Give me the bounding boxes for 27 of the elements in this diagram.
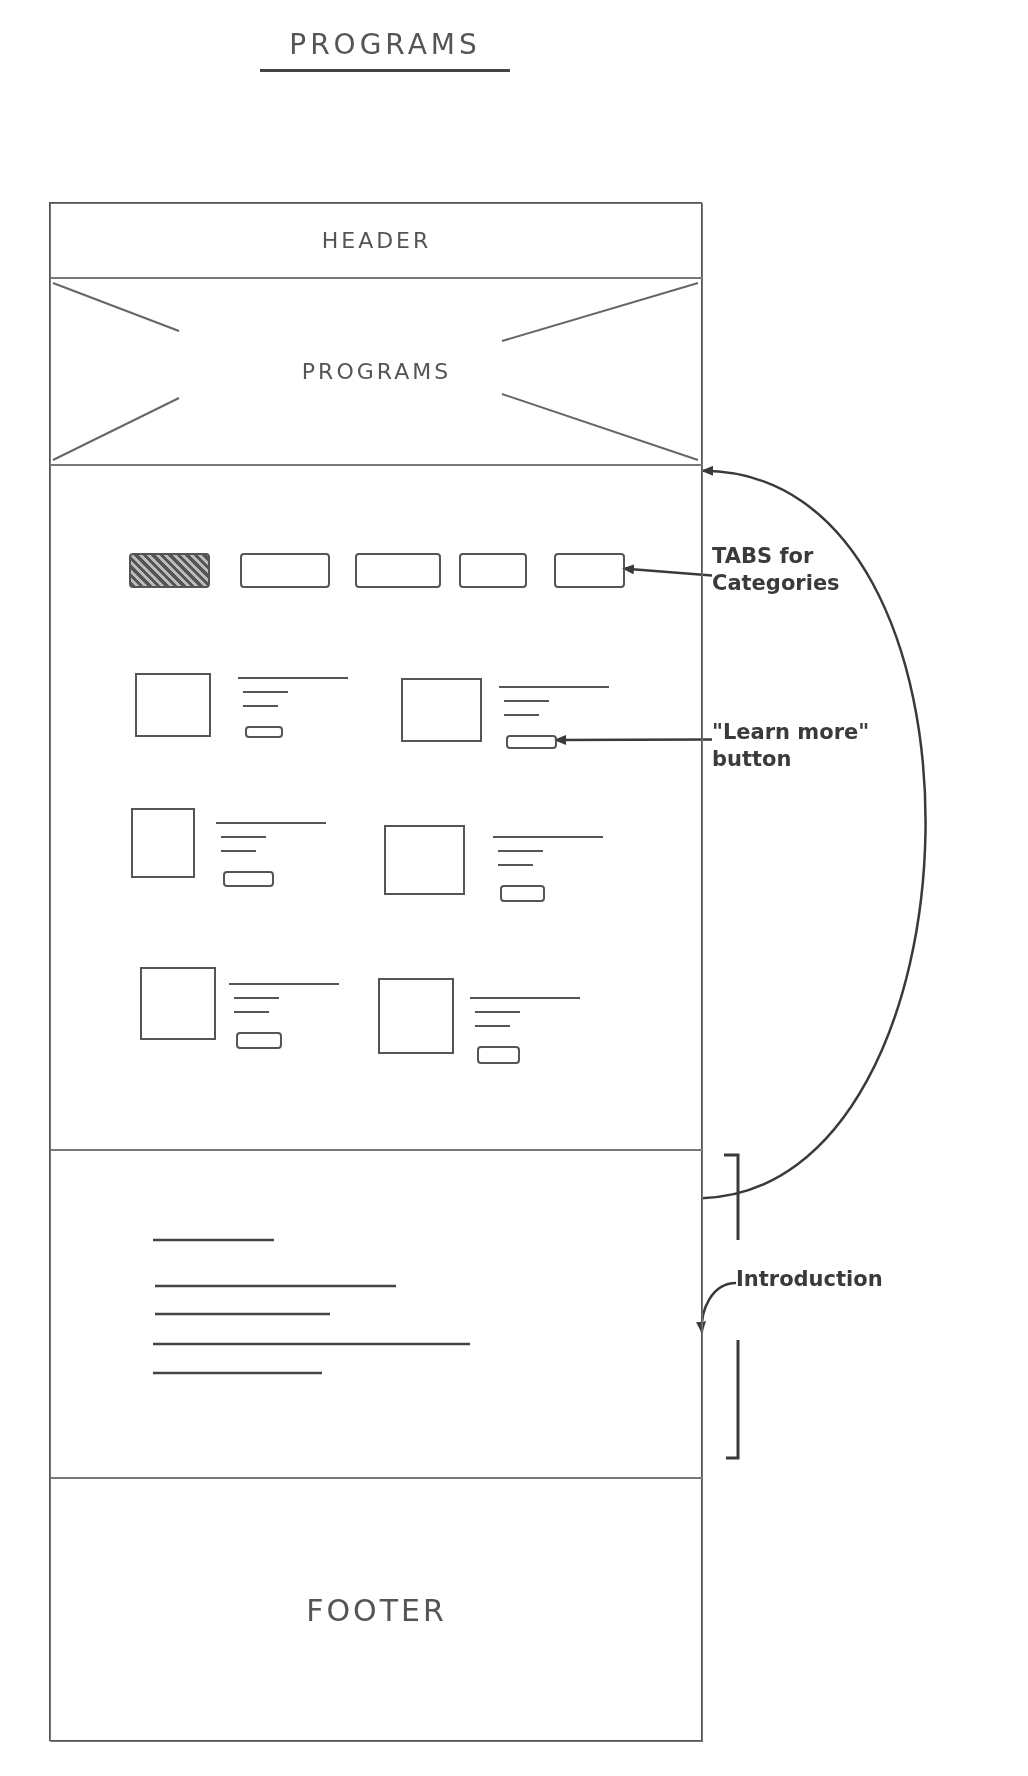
arrow: [701, 468, 927, 1200]
button-placeholder: [477, 1046, 520, 1064]
annotation-text: "Learn more" button: [712, 719, 871, 774]
section-label: HEADER: [321, 228, 432, 253]
arrow: [696, 1281, 737, 1334]
introduction-section: [50, 1150, 703, 1478]
tab: [355, 553, 441, 588]
arrow: [622, 564, 713, 577]
section-label: PROGRAMS: [301, 359, 452, 384]
arrow: [554, 734, 712, 745]
page-title: PROGRAMS: [260, 28, 510, 72]
tab: [554, 553, 625, 588]
footer-section: [50, 1478, 703, 1742]
tab: [129, 553, 210, 588]
annotation-text: TABS for Categories: [712, 543, 841, 598]
header-section: [50, 203, 703, 278]
button-placeholder: [223, 871, 274, 887]
content-section: [50, 465, 703, 1150]
annotation-text: Introduction: [736, 1266, 883, 1293]
button-placeholder: [236, 1032, 282, 1049]
button-placeholder: [506, 735, 557, 749]
section-label: FOOTER: [306, 1592, 447, 1628]
button-placeholder: [245, 726, 283, 738]
tab: [240, 553, 330, 588]
page-frame: [49, 202, 702, 1741]
button-placeholder: [500, 885, 545, 902]
tab: [459, 553, 527, 588]
